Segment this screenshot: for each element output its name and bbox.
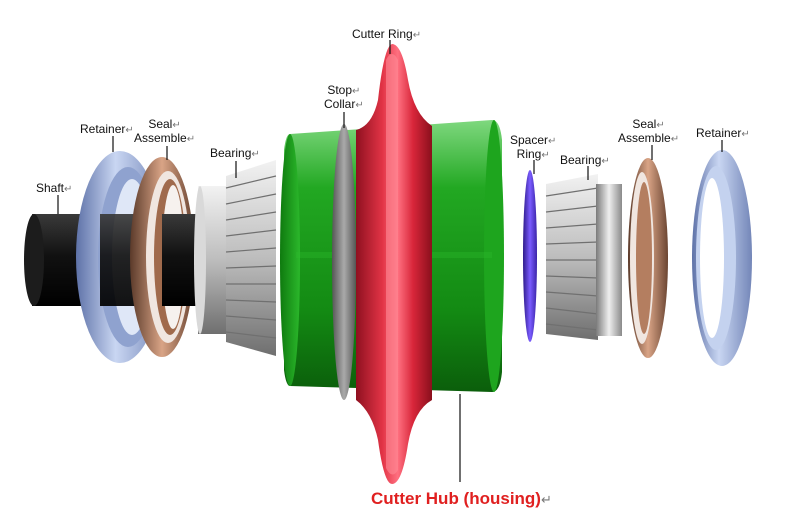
label-shaft: Shaft↵: [36, 181, 73, 196]
seal-right: [628, 158, 668, 358]
bearing-left: [194, 160, 277, 356]
spacer-ring: [523, 170, 537, 342]
bearing-right-rollers: [545, 187, 599, 331]
label-bearing-right: Bearing↵: [560, 153, 610, 168]
label-seal-assemble-left: Seal↵ Assemble↵: [134, 117, 196, 146]
seal-left: [130, 157, 202, 357]
label-retainer-left: Retainer↵: [80, 122, 134, 137]
label-retainer-right: Retainer↵: [696, 126, 750, 141]
bearing-left-rollers: [225, 175, 277, 339]
label-stop-collar: Stop↵ Collar↵: [324, 83, 364, 112]
label-spacer-ring: Spacer↵ Ring↵: [510, 133, 557, 162]
bearing-right: [545, 174, 622, 340]
stop-collar: [332, 124, 356, 400]
label-bearing-left: Bearing↵: [210, 146, 260, 161]
leader-lines: [57, 40, 723, 482]
label-seal-assemble-right: Seal↵ Assemble↵: [618, 117, 680, 146]
cutter-ring: [356, 44, 432, 484]
label-cutter-hub-housing: Cutter Hub (housing)↵: [371, 489, 552, 508]
label-cutter-ring: Cutter Ring↵: [352, 27, 422, 42]
retainer-right: [692, 150, 752, 366]
